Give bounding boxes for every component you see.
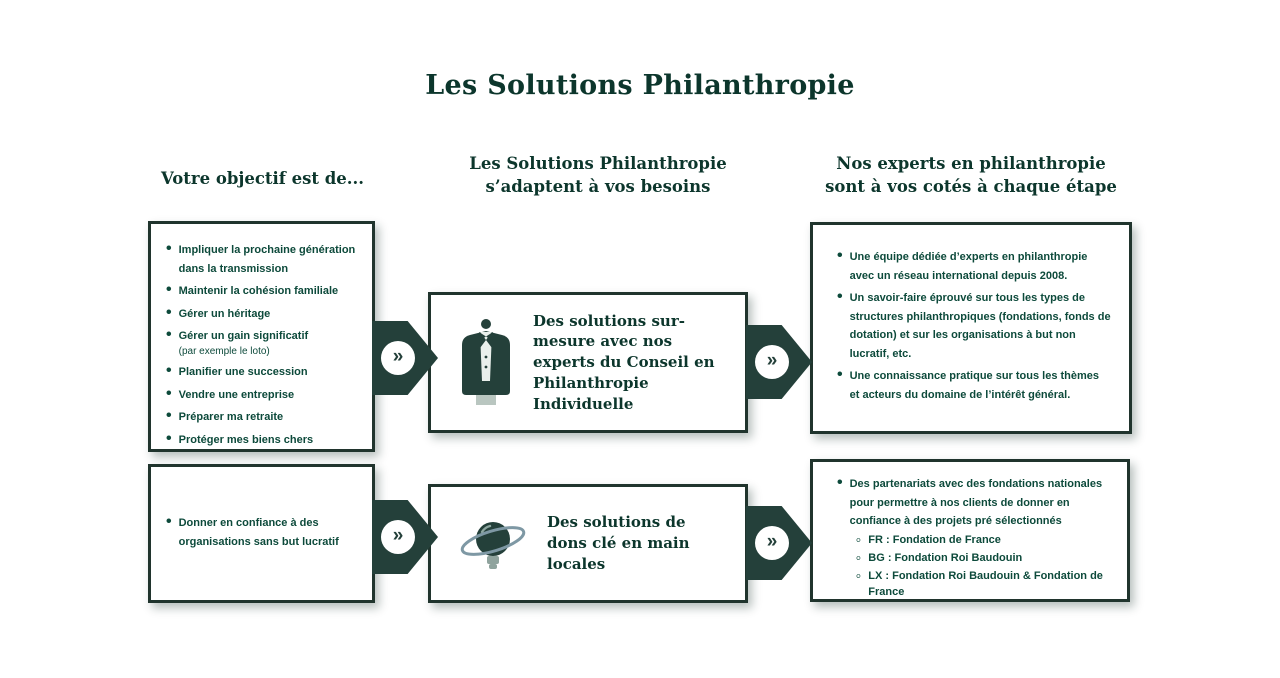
bullet-icon: • [837, 366, 843, 383]
objective-item: • Préparer ma retraite [166, 407, 284, 424]
objective-item: • Impliquer la prochaine génération dans… [166, 240, 358, 277]
objective-item: • Planifier une succession [166, 362, 308, 379]
page-title: Les Solutions Philanthropie [425, 70, 855, 101]
bullet-icon: • [837, 288, 843, 305]
bullet-icon: • [166, 362, 172, 379]
bullet-icon: • [166, 326, 172, 343]
column-header-solutions-line1: Les Solutions Philanthropie [469, 154, 727, 173]
arrow-solutions-to-experts-1: » [746, 325, 812, 399]
experts-list-1: • Une équipe dédiée d’experts en philant… [837, 247, 1111, 403]
objectives-list-1: • Impliquer la prochaine génération dans… [166, 240, 358, 450]
expert-item: • Une connaissance pratique sur tous les… [837, 366, 1111, 403]
bullet-icon: • [166, 429, 172, 447]
expert-item: • Des partenariats avec des fondations n… [837, 474, 1113, 600]
objectives-list-2: • Donner en confiance à des organisation… [166, 513, 356, 554]
column-header-solutions: Les Solutions Philanthropie s’adaptent à… [448, 152, 748, 199]
expert-item: • Une équipe dédiée d’experts en philant… [837, 247, 1111, 284]
double-chevron-right-icon: » [381, 520, 415, 554]
arrow-solutions-to-experts-2: » [746, 506, 812, 580]
bullet-icon: • [166, 303, 172, 321]
bullet-icon: • [837, 474, 843, 491]
bullet-icon: • [166, 281, 172, 298]
experts-box-1: • Une équipe dédiée d’experts en philant… [810, 222, 1132, 434]
foundation-item: ◦ FR : Fondation de France [855, 531, 1001, 549]
item-note: (par exemple le loto) [178, 345, 270, 357]
bullet-icon: • [166, 240, 172, 257]
column-header-objectives: Votre objectif est de... [120, 167, 405, 190]
objectives-box-1: • Impliquer la prochaine génération dans… [148, 221, 375, 452]
experts-box-2: • Des partenariats avec des fondations n… [810, 459, 1130, 602]
objective-item: • Gérer un héritage [166, 303, 271, 321]
objective-item: • Maintenir la cohésion familiale [166, 281, 339, 298]
solutions-box-2: Des solutions de dons clé en main locale… [428, 484, 748, 603]
column-header-objectives-text: Votre objectif est de... [160, 169, 365, 188]
experts-list-2: • Des partenariats avec des fondations n… [837, 474, 1113, 600]
objective-item: • Gérer un gain significatif (par exempl… [166, 326, 309, 357]
double-chevron-right-icon: » [755, 526, 789, 560]
sub-bullet-icon: ◦ [855, 567, 862, 585]
column-header-experts-line2: sont à vos cotés à chaque étape [825, 177, 1117, 197]
lightbulb-orbit-icon [455, 513, 531, 575]
objective-item: • Protéger mes biens chers (par exemple … [166, 429, 358, 450]
double-chevron-right-icon: » [381, 341, 415, 375]
bullet-icon: • [837, 247, 843, 264]
foundations-sublist: ◦ FR : Fondation de France ◦ BG : Fondat… [855, 531, 1113, 600]
foundation-item: ◦ BG : Fondation Roi Baudouin [855, 549, 1023, 567]
column-header-experts-line1: Nos experts en philanthropie [836, 154, 1106, 173]
solution-text: Des solutions sur-mesure avec nos expert… [533, 311, 715, 413]
objective-item: • Vendre une entreprise [166, 384, 295, 402]
column-header-solutions-line2: s’adaptent à vos besoins [485, 177, 711, 197]
sub-bullet-icon: ◦ [855, 531, 862, 549]
solutions-box-1: Des solutions sur-mesure avec nos expert… [428, 292, 748, 433]
bullet-icon: • [166, 384, 172, 402]
expert-item: • Un savoir-faire éprouvé sur tous les t… [837, 288, 1111, 362]
objective-item: • Donner en confiance à des organisation… [166, 513, 356, 550]
solution-text: Des solutions de dons clé en main locale… [547, 513, 690, 573]
foundation-item: ◦ LX : Fondation Roi Baudouin & Fondatio… [855, 567, 1113, 600]
item-note: (par exemple une collection d’art) [179, 448, 327, 449]
column-header-experts: Nos experts en philanthropie sont à vos … [818, 152, 1124, 199]
double-chevron-right-icon: » [755, 345, 789, 379]
bullet-icon: • [166, 407, 172, 424]
bullet-icon: • [166, 513, 172, 530]
tuxedo-suit-icon [455, 317, 517, 409]
sub-bullet-icon: ◦ [855, 549, 862, 567]
objectives-box-2: • Donner en confiance à des organisation… [148, 464, 375, 603]
